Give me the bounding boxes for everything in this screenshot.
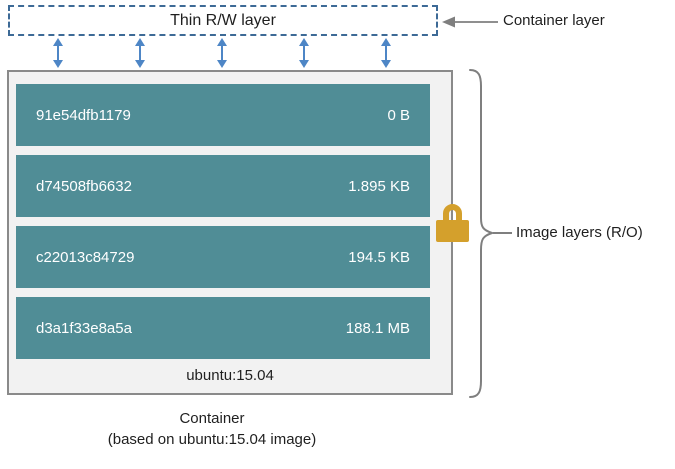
image-layer-row: d3a1f33e8a5a 188.1 MB [16,297,430,359]
thin-rw-layer-box: Thin R/W layer [8,5,438,36]
caption-line-2: (based on ubuntu:15.04 image) [107,431,317,448]
left-arrow-icon [442,16,498,28]
layer-id: 91e54dfb1179 [36,106,131,124]
layer-size: 1.895 KB [348,177,410,195]
curly-brace-icon [469,69,512,398]
caption-line-1: Container [179,410,245,427]
lock-icon [436,204,469,242]
caption: Container (based on ubuntu:15.04 image) [0,408,424,450]
image-layer-row: c22013c84729 194.5 KB [16,226,430,288]
layer-id: c22013c84729 [36,248,135,266]
container-layer-label: Container layer [503,12,605,29]
double-arrow-icon [217,38,227,68]
double-arrow-icon [53,38,63,68]
double-arrow-icon [135,38,145,68]
layer-size: 0 B [387,106,410,124]
double-arrow-icon [381,38,391,68]
layer-size: 188.1 MB [345,319,410,337]
layer-id: d74508fb6632 [36,177,132,195]
image-layer-row: d74508fb6632 1.895 KB [16,155,430,217]
double-arrow-icon [299,38,309,68]
layer-id: d3a1f33e8a5a [36,319,132,337]
image-layers-label: Image layers (R/O) [516,224,643,241]
base-image-name: ubuntu:15.04 [186,367,274,384]
container-box: 91e54dfb1179 0 B d74508fb6632 1.895 KB c… [7,70,453,395]
thin-rw-layer-label: Thin R/W layer [170,11,276,29]
image-layer-row: 91e54dfb1179 0 B [16,84,430,146]
layer-size: 194.5 KB [348,248,410,266]
